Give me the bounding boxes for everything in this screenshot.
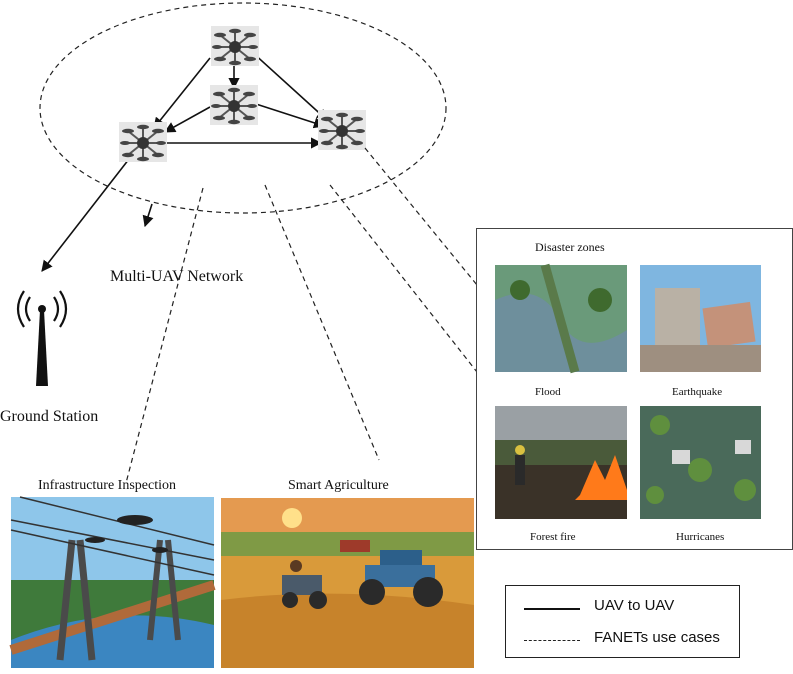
uav-drone-top-icon bbox=[211, 26, 259, 66]
uav-drone-left-icon bbox=[119, 122, 167, 162]
earthquake-label: Earthquake bbox=[672, 386, 722, 398]
disaster-zones-panel bbox=[476, 228, 793, 550]
uav-links bbox=[42, 52, 327, 271]
legend-dashed-label: FANETs use cases bbox=[594, 629, 720, 646]
forest-fire-label: Forest fire bbox=[530, 531, 576, 543]
flood-label: Flood bbox=[535, 386, 561, 398]
infrastructure-image bbox=[11, 497, 214, 668]
fanet-links bbox=[126, 148, 477, 483]
legend: UAV to UAV FANETs use cases bbox=[505, 585, 740, 658]
disaster-zones-title: Disaster zones bbox=[535, 240, 605, 255]
network-label: Multi-UAV Network bbox=[110, 268, 243, 286]
hurricanes-label: Hurricanes bbox=[676, 531, 724, 543]
uav-drone-right-icon bbox=[318, 110, 366, 150]
legend-solid-label: UAV to UAV bbox=[594, 597, 674, 614]
legend-dashed-line bbox=[524, 640, 580, 641]
uav-drone-center-icon bbox=[210, 85, 258, 125]
antenna-icon bbox=[18, 291, 66, 386]
infrastructure-label: Infrastructure Inspection bbox=[38, 478, 176, 494]
legend-solid-line bbox=[524, 608, 580, 610]
agriculture-label: Smart Agriculture bbox=[288, 478, 389, 494]
ground-station-label: Ground Station bbox=[0, 408, 98, 426]
agriculture-image bbox=[221, 498, 474, 668]
